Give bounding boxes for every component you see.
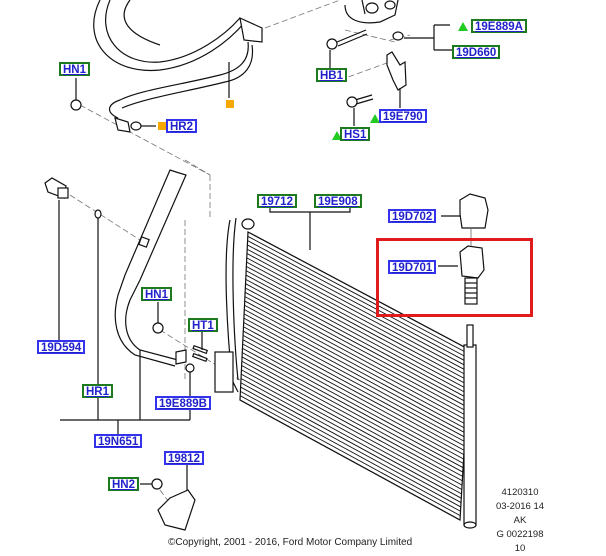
condenser-fin (241, 373, 462, 495)
condenser-fin (245, 278, 468, 399)
callout-19d701[interactable]: 19D701 (388, 260, 437, 274)
callout-19d702[interactable]: 19D702 (388, 209, 437, 223)
callout-hs1[interactable]: HS1 (340, 127, 371, 141)
callout-hb1[interactable]: HB1 (316, 68, 348, 82)
condenser-fin (242, 352, 464, 473)
nut-hn1-lower (152, 322, 164, 334)
illustration-info: 4120310 03-2016 14 AK G 0022198 10 (490, 486, 550, 556)
callout-hr1[interactable]: HR1 (82, 384, 114, 398)
assembly-guide-lines (69, 0, 411, 511)
callout-19n651[interactable]: 19N651 (94, 434, 143, 448)
condenser-fin (243, 326, 465, 447)
condenser-fin (244, 304, 466, 425)
condenser-fin (246, 253, 469, 373)
condenser-fin (242, 339, 464, 460)
bolt-hb1 (326, 29, 368, 68)
condenser-fin (244, 296, 467, 416)
condenser-fin (247, 244, 470, 364)
condenser-fin (244, 300, 467, 421)
bolt-hs1 (346, 94, 374, 126)
leader-19n651 (60, 384, 191, 434)
condenser-fin (241, 360, 463, 482)
condenser-fin (242, 343, 464, 464)
condenser-fin (241, 365, 463, 486)
callout-hn2[interactable]: HN2 (108, 477, 140, 491)
cap-19d702 (441, 193, 489, 229)
nut-hn1-upper (70, 99, 82, 111)
condenser-fin (245, 283, 468, 403)
plug-19d701 (438, 229, 485, 305)
illustration-ref: G 0022198 10 (496, 529, 544, 554)
compressor-fragment (344, 0, 399, 24)
new-part-marker-icon (458, 22, 468, 31)
condenser-fin (243, 322, 465, 442)
o-ring-hr2 (130, 121, 142, 131)
condenser-fin (245, 270, 468, 390)
illustration-code: AK (513, 515, 527, 526)
bracket-19e790 (386, 51, 407, 91)
condenser-fin (245, 274, 468, 394)
callout-19712[interactable]: 19712 (257, 194, 297, 208)
condenser-fin (241, 356, 463, 477)
callout-19812[interactable]: 19812 (164, 451, 204, 465)
condenser-fin (243, 317, 466, 438)
condenser-fin (242, 334, 465, 456)
new-part-marker-icon (370, 114, 380, 123)
copyright-text: ©Copyright, 2001 - 2016, Ford Motor Comp… (168, 537, 413, 548)
condenser-fin (247, 240, 470, 360)
callout-19d594[interactable]: 19D594 (37, 340, 86, 354)
ac-hose-upper (93, 0, 263, 133)
note-marker-icon (158, 122, 166, 130)
condenser-fin (244, 309, 466, 429)
callout-19e889a[interactable]: 19E889A (471, 19, 527, 33)
new-part-marker-icon (332, 131, 342, 140)
condenser-fin (241, 369, 463, 490)
condenser-fin (244, 291, 467, 412)
condenser-fin (246, 248, 470, 368)
condenser-fin (240, 390, 461, 512)
condenser-fin (242, 347, 464, 469)
condenser-fin (247, 231, 471, 351)
condenser-fin (240, 386, 461, 508)
callout-19e889b[interactable]: 19E889B (155, 396, 211, 410)
condenser-fin (246, 257, 469, 377)
pressure-switch-19d594 (44, 177, 69, 345)
illustration-date: 03-2016 14 (495, 501, 545, 512)
condenser-fin (246, 266, 469, 386)
callout-ht1[interactable]: HT1 (188, 318, 218, 332)
illustration-number: 4120310 (501, 487, 539, 498)
condenser-fin (245, 287, 467, 408)
condenser-fin (239, 399, 461, 521)
note-marker-icon (226, 100, 234, 108)
callout-19e908[interactable]: 19E908 (314, 194, 362, 208)
condenser-fin (247, 235, 470, 355)
callout-hn1-upper[interactable]: HN1 (59, 62, 91, 76)
condenser-fin (243, 330, 465, 451)
callout-hr2[interactable]: HR2 (166, 119, 198, 133)
washer-19d660 (392, 31, 404, 41)
callout-19e790[interactable]: 19E790 (379, 109, 427, 123)
condenser-19712 (214, 204, 477, 529)
deflector-19812 (140, 462, 196, 531)
stud-ht1 (192, 344, 209, 355)
o-ring-19e889b (185, 363, 195, 373)
liquid-line (114, 169, 187, 405)
condenser-fin (240, 382, 462, 503)
condenser-fin (240, 378, 462, 499)
condenser-fin (243, 313, 466, 434)
condenser-fin (239, 395, 461, 517)
callout-19d660[interactable]: 19D660 (452, 45, 501, 59)
condenser-fin (246, 261, 469, 381)
highlight-box-19d701 (376, 238, 533, 317)
o-ring-hr1 (94, 209, 102, 219)
callout-hn1-lower[interactable]: HN1 (141, 287, 173, 301)
